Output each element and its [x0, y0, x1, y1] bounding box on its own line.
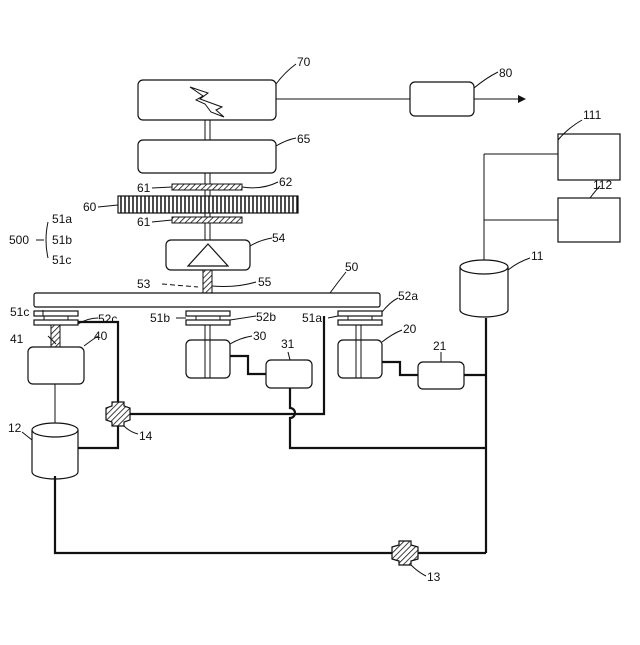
- valve-icon: [392, 541, 418, 565]
- label-51a: 51a: [302, 311, 322, 325]
- valve-icon: [106, 402, 130, 426]
- label-31: 31: [281, 337, 295, 351]
- label-60: 60: [83, 200, 97, 214]
- label-80: 80: [499, 66, 513, 80]
- box-31: [266, 360, 312, 388]
- label-14: 14: [139, 429, 153, 443]
- label-51b: 51b: [150, 311, 170, 325]
- label-70: 70: [297, 55, 311, 69]
- label-52a: 52a: [398, 289, 418, 303]
- label-111: 111: [583, 108, 602, 122]
- label-54: 54: [272, 231, 286, 245]
- label-55: 55: [258, 275, 272, 289]
- tank-11-top: [460, 260, 508, 274]
- label-group-51b: 51b: [52, 233, 72, 247]
- shaft-53: [203, 270, 212, 293]
- pipe-line: [382, 362, 418, 375]
- label-40: 40: [94, 329, 108, 343]
- box-112: [558, 198, 620, 242]
- box-65: [138, 140, 276, 173]
- box-111: [558, 134, 620, 180]
- pipe-line: [78, 426, 118, 448]
- box-40: [28, 347, 84, 384]
- box-30: [186, 340, 230, 378]
- arrow-head-icon: [518, 95, 526, 103]
- plate-51a: [338, 311, 382, 316]
- label-group-51c: 51c: [52, 253, 71, 267]
- label-group-51a: 51a: [52, 212, 72, 226]
- pipe-line: [55, 476, 392, 553]
- label-30: 30: [253, 329, 267, 343]
- tank-12-top: [32, 423, 78, 437]
- bar-50: [34, 293, 380, 307]
- plate-52c: [34, 320, 78, 325]
- label-53: 53: [137, 277, 151, 291]
- generator-box: [138, 80, 276, 120]
- label-112: 112: [593, 178, 612, 192]
- label-13: 13: [427, 570, 441, 584]
- plate-52a: [338, 320, 382, 325]
- label-62: 62: [279, 175, 293, 189]
- label-65: 65: [297, 132, 311, 146]
- label-11: 11: [531, 249, 544, 263]
- box-20: [338, 340, 382, 378]
- clutch-plate-62: [172, 184, 242, 190]
- label-41: 41: [10, 332, 24, 346]
- label-61-bottom: 61: [137, 215, 151, 229]
- label-50: 50: [345, 260, 359, 274]
- output-box: [410, 82, 474, 116]
- label-12: 12: [8, 421, 22, 435]
- label-20: 20: [403, 322, 417, 336]
- label-21: 21: [433, 339, 447, 353]
- label-52c: 52c: [98, 312, 117, 326]
- pipe-line: [230, 356, 266, 374]
- plate-51c: [34, 311, 78, 316]
- label-51c: 51c: [10, 305, 29, 319]
- box-21: [418, 362, 464, 389]
- plate-51b: [186, 311, 230, 316]
- label-500: 500: [9, 233, 29, 247]
- pipe-line: [290, 388, 486, 448]
- gear-60: [118, 196, 298, 213]
- label-61-top: 61: [137, 181, 151, 195]
- clutch-plate-61: [172, 217, 242, 223]
- plate-52b: [186, 320, 230, 325]
- label-52b: 52b: [256, 310, 276, 324]
